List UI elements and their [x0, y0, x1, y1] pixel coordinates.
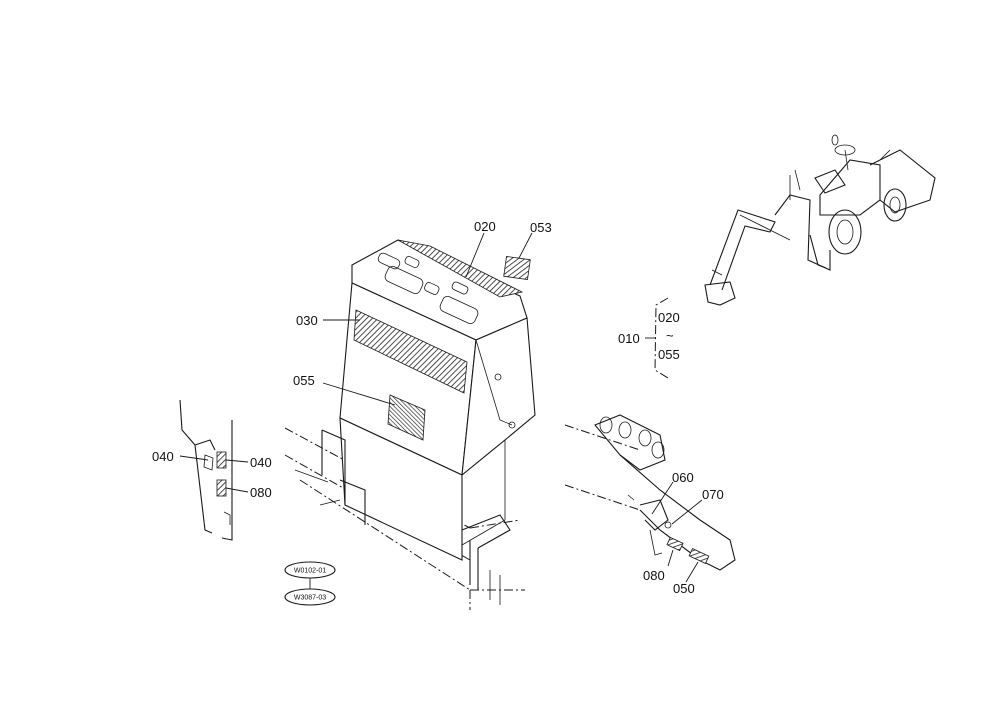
callout-080-right: 080 [643, 568, 665, 583]
console-cover [284, 239, 536, 610]
left-pillar [179, 399, 233, 541]
callout-030: 030 [296, 313, 318, 328]
reference-code-upper: W0102-01 [294, 568, 326, 575]
callout-060: 060 [672, 470, 694, 485]
callout-labels: 020 053 030 055 040 040 080 060 070 080 … [152, 219, 724, 596]
range-start-label: 020 [658, 310, 680, 325]
control-lever-assembly [564, 414, 736, 571]
callout-053: 053 [530, 220, 552, 235]
callout-080-left: 080 [250, 485, 272, 500]
reference-code-lower: W3087-03 [294, 595, 326, 602]
range-end-label: 055 [658, 347, 680, 362]
callout-050: 050 [673, 581, 695, 596]
reference-code-stamps: W0102-01 W3087-03 [284, 561, 336, 606]
callout-020: 020 [474, 219, 496, 234]
callout-070: 070 [702, 487, 724, 502]
reference-oval-lower [284, 588, 336, 606]
callout-010: 010 [618, 331, 640, 346]
leader-lines [179, 232, 703, 583]
callout-040-left: 040 [152, 449, 174, 464]
callout-040-right: 040 [250, 455, 272, 470]
range-tilde: ~ [666, 328, 674, 343]
tractor-backhoe-illustration [704, 134, 936, 306]
callout-055: 055 [293, 373, 315, 388]
